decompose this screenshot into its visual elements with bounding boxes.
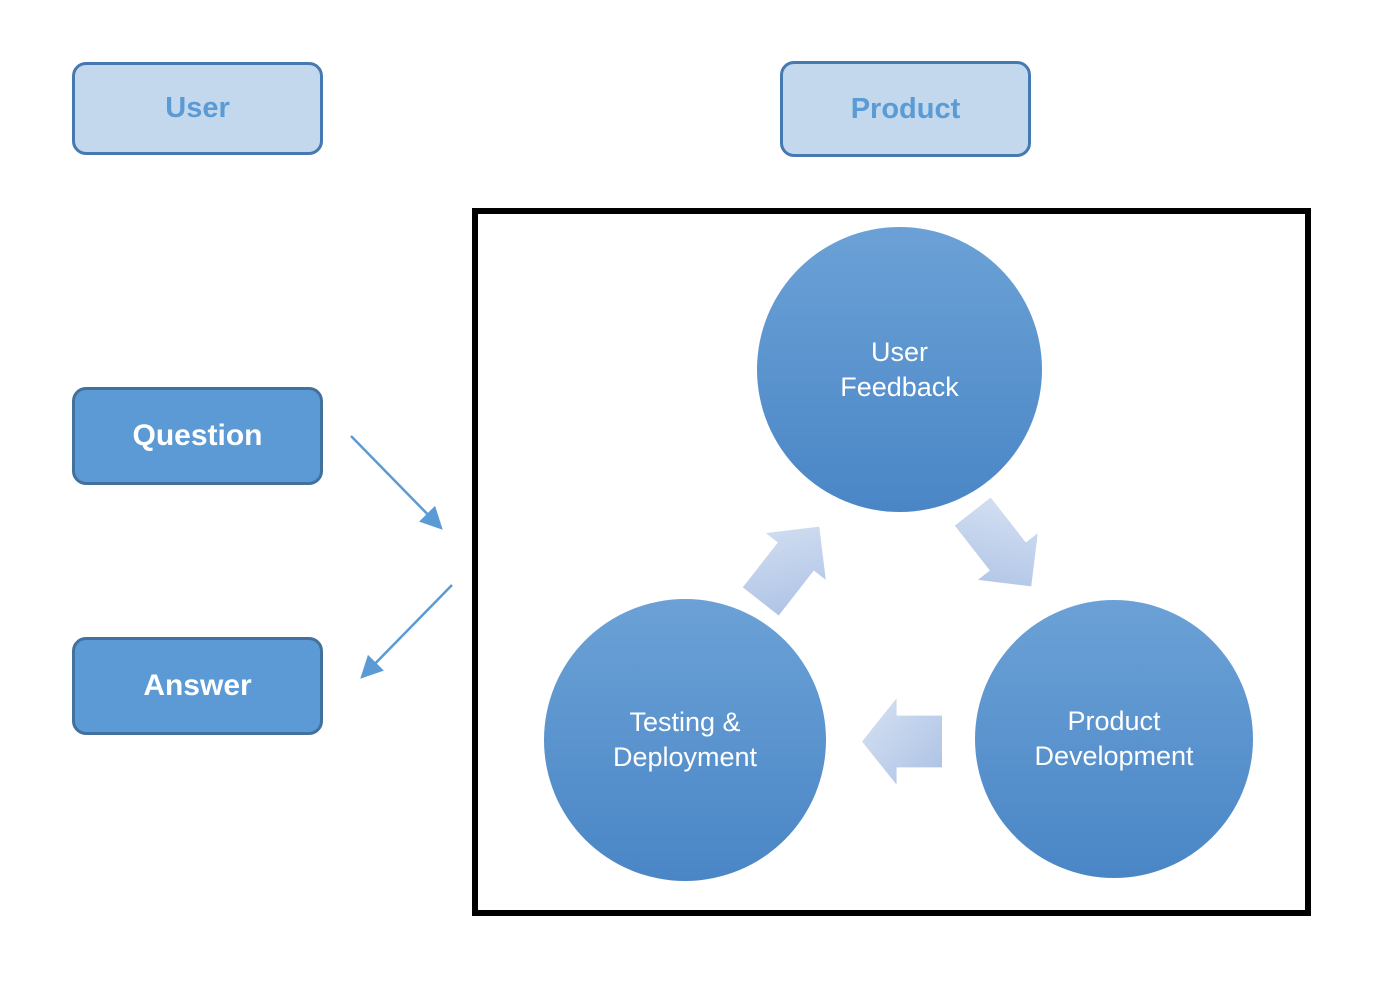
testing-deployment-label-line2: Deployment [612, 742, 758, 772]
product-label: Product [850, 92, 961, 125]
testing-deployment-label-line1: Testing & [629, 707, 741, 737]
product-cycle-frame [472, 208, 1311, 916]
user-label: User [165, 92, 230, 124]
user-feedback-label-line2: Feedback [840, 371, 959, 402]
product-label-box: Product [780, 61, 1031, 157]
testing-deployment-node: Testing & Deployment [544, 599, 826, 881]
development-to-testing-arrow-icon [862, 695, 942, 788]
answer-box: Answer [72, 637, 323, 735]
answer-label: Answer [143, 669, 252, 702]
product-development-label-line1: Product [1067, 706, 1161, 736]
question-to-cycle-arrow [350, 435, 443, 530]
product-development-node: Product Development [975, 600, 1253, 878]
feedback-to-development-arrow-icon [943, 488, 1062, 610]
user-feedback-node: User Feedback [757, 227, 1042, 512]
product-development-label-line2: Development [1034, 741, 1194, 771]
question-box: Question [72, 387, 323, 485]
user-feedback-label-line1: User [870, 336, 928, 367]
question-label: Question [132, 419, 263, 452]
testing-to-feedback-arrow-icon [731, 503, 850, 625]
cycle-to-answer-arrow [360, 584, 453, 679]
user-label-box: User [72, 62, 323, 155]
